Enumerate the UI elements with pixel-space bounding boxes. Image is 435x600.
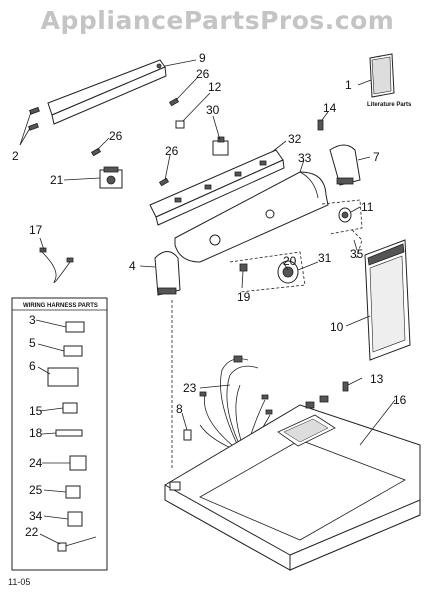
part-22-tie — [61, 536, 97, 548]
part-10-lint-screen — [364, 239, 411, 361]
callout-33: 33 — [298, 151, 312, 165]
part-25-connector — [65, 485, 81, 499]
callout-12: 12 — [208, 80, 222, 94]
part-32-console-bracket — [149, 149, 285, 226]
callout-21: 21 — [50, 173, 64, 187]
part-6-connector — [47, 367, 79, 387]
callout-18: 18 — [29, 426, 43, 440]
callout-13: 13 — [370, 372, 384, 386]
callout-7: 7 — [373, 150, 380, 164]
part-12-clip — [175, 120, 185, 129]
callout-26-top: 26 — [196, 67, 210, 81]
part-30-switch — [212, 136, 229, 156]
part-13-screw — [342, 381, 349, 392]
part-34-connector — [67, 511, 83, 527]
callout-6: 6 — [29, 359, 36, 373]
callout-26-mid: 26 — [109, 129, 123, 143]
callout-14: 14 — [323, 101, 337, 115]
callout-20: 20 — [283, 254, 297, 268]
callout-25: 25 — [29, 483, 43, 497]
callout-15: 15 — [29, 404, 43, 418]
callout-19: 19 — [237, 290, 251, 304]
callout-16: 16 — [393, 393, 407, 407]
part-5-connector — [63, 345, 83, 357]
callout-8: 8 — [176, 402, 183, 416]
part-2-screws — [28, 106, 40, 131]
leader-lines — [19, 59, 396, 545]
callout-22: 22 — [25, 525, 39, 539]
callout-34: 34 — [29, 509, 43, 523]
part-8-grommet — [183, 429, 192, 441]
part-19-clip — [239, 263, 248, 272]
callout-23: 23 — [183, 381, 197, 395]
callout-labels: 9 2 1 Literature Parts 26 12 30 26 26 21… — [12, 51, 412, 539]
callout-4: 4 — [129, 259, 136, 273]
part-24-connector — [69, 455, 87, 471]
callout-10: 10 — [330, 320, 344, 334]
part-17-wire — [39, 247, 74, 284]
callout-5: 5 — [29, 336, 36, 350]
part-21-timer — [99, 166, 123, 189]
part-14-screw — [317, 119, 324, 131]
part-11-knob — [338, 207, 352, 223]
part-1-literature — [369, 53, 395, 98]
callout-9: 9 — [199, 51, 206, 65]
part-18-terminal — [55, 429, 83, 437]
part-3-connector — [65, 321, 85, 333]
callout-26-low: 26 — [165, 144, 179, 158]
part-26-screw-lower — [158, 177, 170, 187]
callout-32: 32 — [288, 132, 302, 146]
part-15-connector — [62, 402, 78, 414]
callout-3: 3 — [29, 313, 36, 327]
part-4-end-cap — [154, 251, 181, 296]
part-7-end-cap — [329, 144, 361, 186]
callout-1: 1 — [345, 78, 352, 92]
callout-35: 35 — [350, 247, 364, 261]
callout-31: 31 — [318, 251, 332, 265]
callout-11: 11 — [361, 200, 374, 214]
literature-label: Literature Parts — [367, 102, 412, 108]
callout-2: 2 — [12, 149, 19, 163]
dashed-11 — [321, 199, 363, 235]
callout-30: 30 — [206, 103, 220, 117]
revision-code: 11-05 — [8, 577, 31, 587]
part-26-screw-mid — [90, 147, 102, 157]
callout-17: 17 — [29, 223, 43, 237]
part-9-rear-panel — [47, 59, 167, 125]
watermark: AppliancePartsPros.com — [40, 6, 395, 35]
part-33-console — [174, 171, 329, 263]
part-20-knob — [277, 260, 299, 284]
harness-title: WIRING HARNESS PARTS — [23, 303, 98, 309]
callout-24: 24 — [29, 456, 43, 470]
part-16-top-panel — [164, 395, 421, 571]
harness-parts-box — [11, 297, 108, 571]
